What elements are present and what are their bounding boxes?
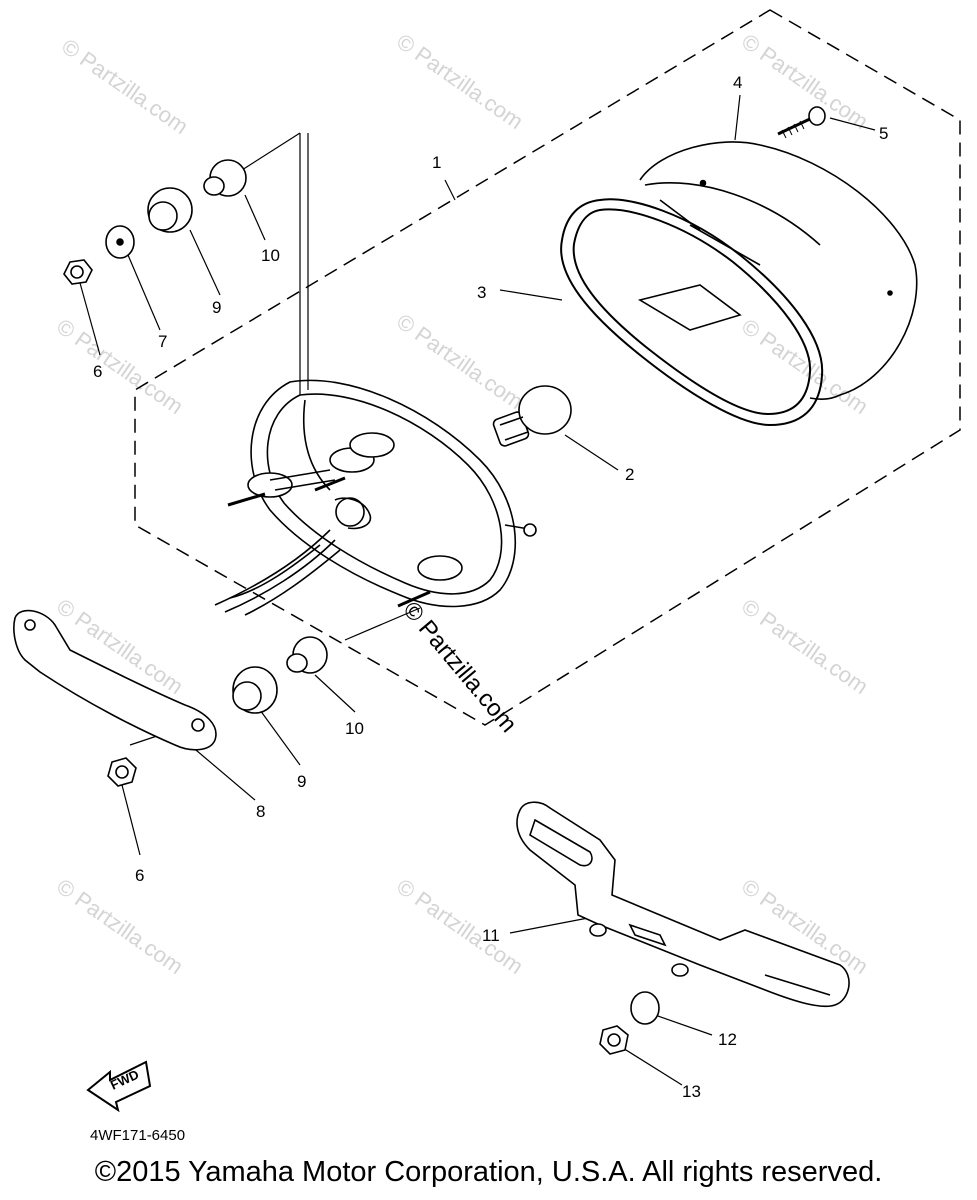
wire-harness [214, 529, 341, 616]
diagram-code: 4WF171-6450 [90, 1127, 185, 1144]
callout-3: 3 [477, 283, 486, 302]
bracket-8 [13, 609, 217, 751]
bulb [492, 385, 572, 447]
screw [777, 106, 826, 139]
callout-6-lower: 6 [135, 866, 144, 885]
gasket [560, 198, 824, 427]
watermark: © Partzilla.com [737, 29, 873, 135]
callout-6-upper: 6 [93, 362, 102, 381]
callout-4: 4 [733, 73, 742, 92]
callout-10-upper: 10 [261, 246, 280, 265]
fwd-arrow-icon: FWD [86, 1060, 152, 1113]
lamp-housing [247, 379, 537, 608]
watermark: © Partzilla.com [737, 594, 873, 700]
nut-13 [599, 1025, 629, 1055]
callout-11: 11 [482, 926, 500, 945]
watermark: © Partzilla.com [737, 314, 873, 420]
callouts: 1 2 3 4 5 6 6 7 8 9 9 10 10 11 12 13 [93, 73, 888, 1101]
callout-12: 12 [718, 1030, 737, 1049]
watermarks: © Partzilla.com © Partzilla.com © Partzi… [52, 29, 873, 980]
leader-lines [79, 94, 876, 1086]
callout-9-upper: 9 [212, 298, 221, 317]
copyright-notice: ©2015 Yamaha Motor Corporation, U.S.A. A… [94, 1156, 883, 1188]
lower-hardware [107, 636, 328, 787]
assembly-boundary [134, 9, 961, 726]
watermark: © Partzilla.com [52, 314, 188, 420]
callout-13: 13 [682, 1082, 701, 1101]
lens-cover [637, 141, 918, 401]
watermark-center: © Partzilla.com [397, 597, 522, 738]
watermark: © Partzilla.com [392, 29, 528, 135]
callout-5: 5 [879, 124, 888, 143]
callout-9-lower: 9 [297, 772, 306, 791]
watermark: © Partzilla.com [392, 874, 528, 980]
upper-hardware [63, 159, 247, 285]
callout-2: 2 [625, 465, 634, 484]
callout-8: 8 [256, 802, 265, 821]
callout-7: 7 [158, 332, 167, 351]
washer-12 [630, 991, 660, 1025]
bracket-11 [516, 801, 850, 1008]
watermark: © Partzilla.com [57, 34, 193, 140]
watermark: © Partzilla.com [392, 309, 528, 415]
watermark: © Partzilla.com [52, 874, 188, 980]
callout-10-lower: 10 [345, 719, 364, 738]
studs [227, 476, 431, 608]
callout-1: 1 [432, 153, 441, 172]
